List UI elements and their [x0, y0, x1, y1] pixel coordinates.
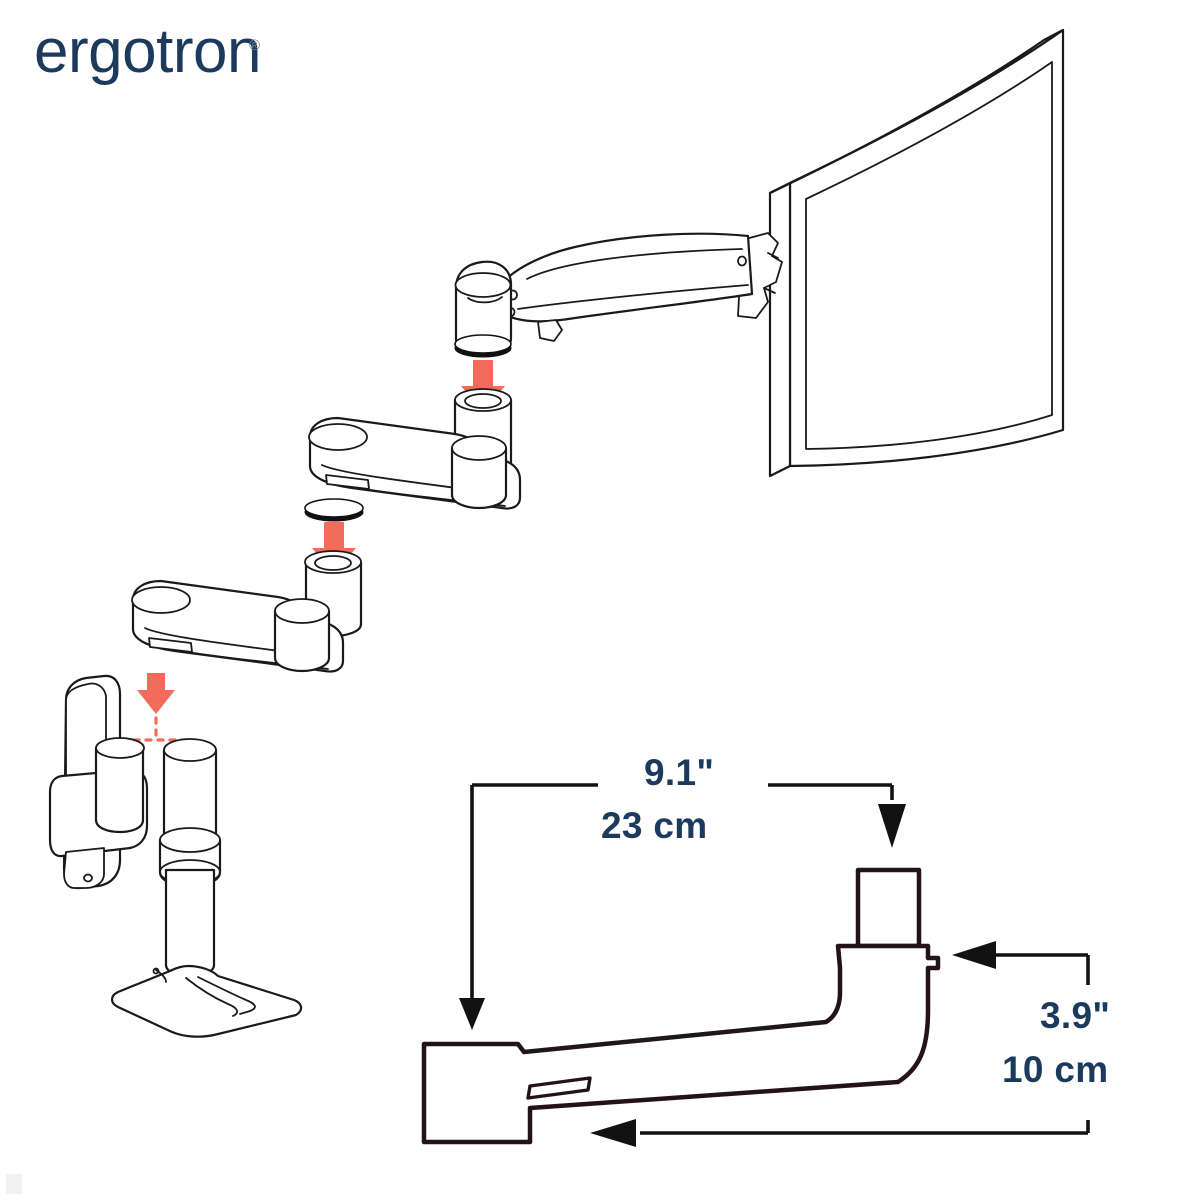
dimension-vertical-imperial: 3.9"	[1040, 995, 1110, 1036]
brand-logo: ergotron ®	[34, 17, 261, 86]
monitor-display	[768, 28, 1065, 478]
dimension-horizontal-metric: 23 cm	[601, 805, 707, 846]
brand-wordmark: ergotron	[34, 17, 261, 86]
dimension-horizontal: 9.1" 23 cm	[459, 752, 906, 1030]
extension-arm-profile	[421, 867, 941, 1145]
dimension-vertical-metric: 10 cm	[1002, 1049, 1108, 1090]
corner-watermark	[6, 1174, 22, 1194]
lx-monitor-arm	[454, 232, 783, 358]
registered-trademark-icon: ®	[249, 37, 260, 54]
extension-arm-lower	[131, 550, 363, 673]
dimension-vertical: 3.9" 10 cm	[590, 941, 1110, 1147]
dimension-horizontal-imperial: 9.1"	[644, 752, 714, 793]
desk-stand	[110, 738, 303, 1038]
extension-arm-upper	[304, 388, 522, 522]
wall-mount-bracket	[48, 674, 149, 890]
